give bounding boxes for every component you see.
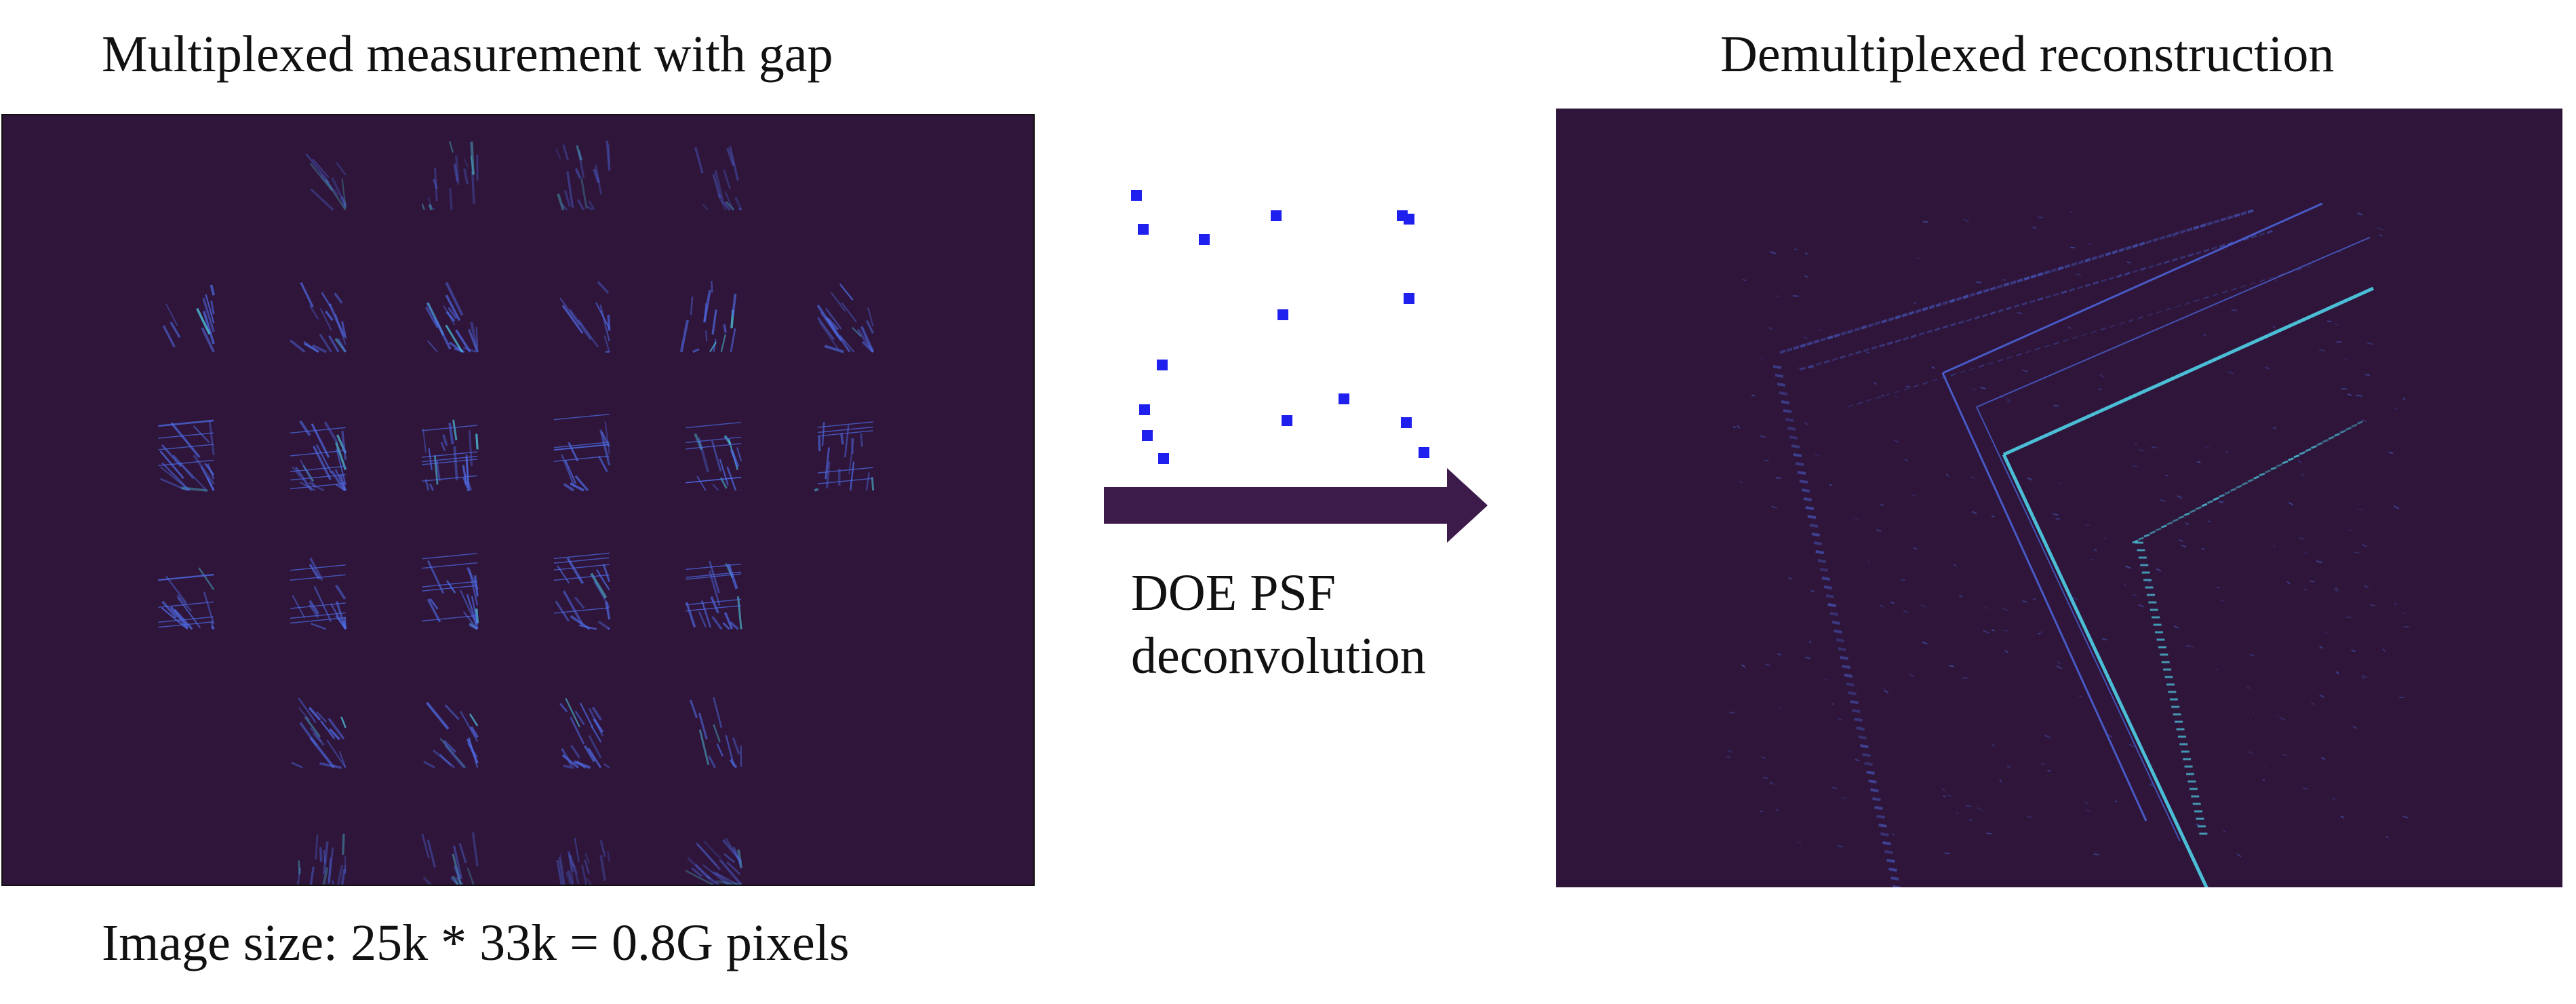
doe-psf-pattern bbox=[1098, 176, 1451, 468]
psf-dot bbox=[1138, 224, 1149, 235]
psf-dot bbox=[1401, 417, 1412, 428]
measurement-title: Multiplexed measurement with gap bbox=[102, 26, 833, 83]
psf-dot bbox=[1277, 309, 1288, 320]
right-arrow-icon bbox=[1104, 468, 1488, 543]
psf-dot bbox=[1271, 210, 1282, 221]
multiplexed-measurement-image bbox=[1, 114, 1035, 886]
deconvolution-label: DOE PSF deconvolution bbox=[1131, 562, 1511, 687]
psf-dot bbox=[1158, 453, 1169, 464]
deconvolution-label-line1: DOE PSF bbox=[1131, 564, 1336, 621]
psf-dot bbox=[1199, 234, 1210, 245]
psf-dot bbox=[1131, 190, 1142, 201]
psf-dot bbox=[1282, 415, 1292, 426]
psf-dot bbox=[1404, 293, 1414, 304]
reconstruction-pattern bbox=[1726, 202, 2410, 887]
psf-dot bbox=[1419, 447, 1429, 458]
psf-dot bbox=[1142, 430, 1153, 441]
psf-dot bbox=[1404, 214, 1414, 225]
demultiplexed-reconstruction-image bbox=[1556, 109, 2562, 887]
psf-dot bbox=[1339, 393, 1349, 404]
deconvolution-label-line2: deconvolution bbox=[1131, 627, 1426, 684]
reconstruction-title: Demultiplexed reconstruction bbox=[1720, 26, 2335, 83]
measurement-pattern bbox=[158, 140, 875, 885]
image-size-caption: Image size: 25k * 33k = 0.8G pixels bbox=[102, 914, 850, 971]
psf-dot bbox=[1139, 404, 1150, 415]
psf-dot bbox=[1157, 360, 1168, 370]
